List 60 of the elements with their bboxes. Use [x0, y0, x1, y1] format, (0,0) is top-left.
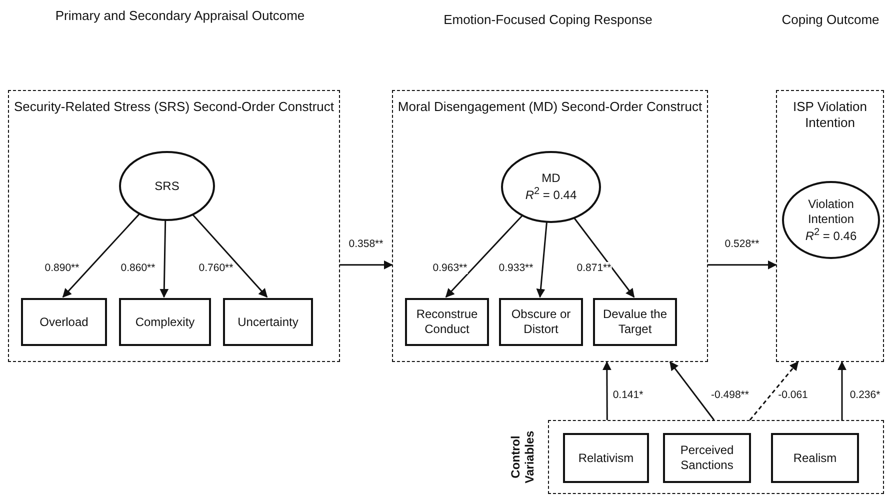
node-text: Devalue the Target [602, 307, 668, 337]
path-coefficient: 0.871** [576, 262, 612, 274]
path-arrow [340, 260, 393, 270]
path-coefficient: 0.760** [198, 262, 234, 274]
path-arrow [838, 361, 846, 420]
node-text: Complexity [134, 314, 196, 330]
path-arrow [669, 361, 715, 420]
node-text: SRS [154, 178, 180, 194]
path-coefficient: 0.141* [612, 389, 644, 401]
node-text: R$^{2}$ = 0.46 [804, 226, 858, 244]
node-text: Uncertainty [236, 314, 300, 330]
path-arrow [749, 361, 799, 420]
path-arrow [192, 214, 268, 298]
indicator-box [771, 433, 859, 483]
indicator-box [499, 298, 583, 346]
path-arrow [536, 222, 548, 298]
node-text: R$^{2}$ = 0.44 [524, 186, 578, 203]
path-arrow [62, 214, 140, 298]
path-coefficient: -0.498** [710, 389, 750, 401]
indicator-box [21, 298, 107, 346]
construct-frame [8, 90, 340, 362]
indicator-box [593, 298, 677, 346]
latent-variable-ellipse [501, 151, 601, 223]
construct-frame [392, 90, 708, 362]
stage-heading: Emotion-Focused Coping Response [442, 12, 654, 29]
node-text: Realism [792, 450, 838, 466]
path-coefficient: 0.890** [44, 262, 80, 274]
path-arrow [573, 217, 635, 298]
frame-title: Security-Related Stress (SRS) Second-Order Construct [12, 99, 336, 116]
node-text: Relativism [577, 450, 635, 466]
node-text: Obscure or Distort [510, 307, 572, 337]
frame-title: Moral Disengagement (MD) Second-Order Construct [396, 99, 704, 116]
stage-heading: Primary and Secondary Appraisal Outcome [54, 8, 306, 25]
path-arrow [445, 215, 523, 298]
path-coefficient: -0.061 [777, 389, 809, 401]
indicator-box [405, 298, 489, 346]
path-coefficient: 0.933** [498, 262, 534, 274]
node-text: Perceived Sanctions [679, 443, 735, 473]
node-text: Overload [38, 314, 90, 330]
path-coefficient: 0.860** [120, 262, 156, 274]
indicator-box [663, 433, 751, 483]
frame-title: Control Variables [508, 430, 538, 486]
path-arrow [160, 220, 169, 298]
path-coefficient: 0.963** [432, 262, 468, 274]
indicator-box [223, 298, 313, 346]
latent-variable-ellipse [782, 181, 880, 259]
path-coefficient: 0.528** [724, 238, 760, 250]
stage-heading: Coping Outcome [780, 12, 880, 29]
construct-frame [776, 90, 884, 362]
path-arrow [602, 361, 612, 420]
latent-variable-ellipse [119, 151, 215, 221]
path-arrow [708, 260, 777, 270]
indicator-box [563, 433, 649, 483]
node-text: Reconstrue Conduct [415, 307, 479, 337]
path-coefficient: 0.236* [848, 389, 882, 401]
frame-title: ISP Violation Intention [792, 99, 868, 132]
path-coefficient: 0.358** [348, 238, 384, 250]
indicator-box [119, 298, 211, 346]
node-text: Violation Intention [806, 196, 856, 226]
node-text: MD [540, 171, 562, 186]
